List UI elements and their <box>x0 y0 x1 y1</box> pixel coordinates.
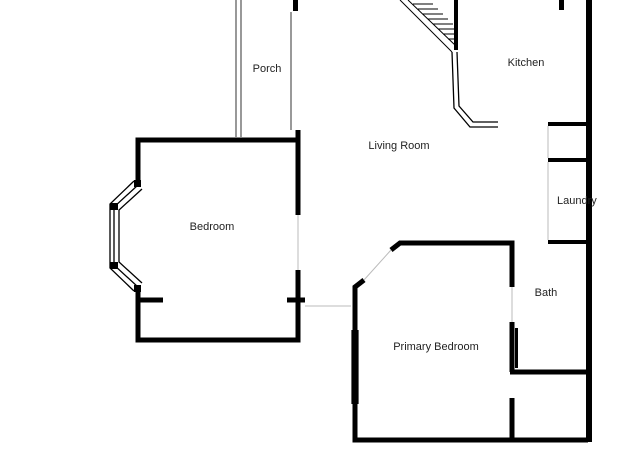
kitchen-counter <box>451 51 498 128</box>
primary-bedroom-door <box>363 249 392 281</box>
label-kitchen: Kitchen <box>508 57 545 69</box>
porch-outline <box>235 0 292 137</box>
label-bath: Bath <box>535 287 558 299</box>
porch-wall-stub <box>293 0 298 11</box>
stairs <box>399 0 457 53</box>
label-living-room: Living Room <box>368 140 429 152</box>
bay-window-posts <box>110 180 141 292</box>
laundry-walls <box>548 122 588 244</box>
bedroom-walls <box>135 130 305 343</box>
label-bedroom: Bedroom <box>190 221 235 233</box>
label-porch: Porch <box>253 63 282 75</box>
stair-wall <box>454 0 458 50</box>
east-wall <box>586 0 592 442</box>
label-primary-bedroom: Primary Bedroom <box>393 341 479 353</box>
label-laundry: Laundry <box>557 195 597 207</box>
bath-door <box>515 328 518 368</box>
primary-bedroom-window <box>351 330 359 404</box>
bay-window <box>109 180 143 292</box>
kitchen-wall-stub <box>559 0 564 10</box>
